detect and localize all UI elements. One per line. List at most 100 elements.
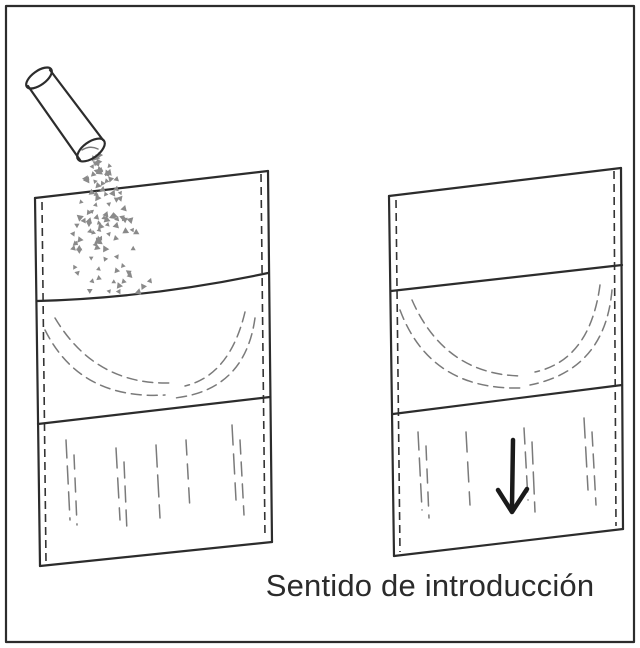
powder-particle (73, 264, 78, 270)
right-pouch-left-seam (395, 199, 401, 553)
powder-particle (93, 169, 99, 174)
powder-particle (96, 275, 102, 281)
powder-particle (73, 240, 78, 246)
powder-particle (146, 277, 152, 284)
powder-particle (133, 228, 140, 235)
powder-particle (92, 241, 98, 247)
powder-particle (117, 190, 122, 196)
powder-particle (95, 194, 102, 202)
right-pouch-hatching (417, 417, 597, 519)
powder-particle (74, 270, 80, 276)
powder-particle (116, 195, 123, 202)
powder-particle (89, 278, 95, 284)
powder-particle (87, 228, 93, 234)
powder-particle (107, 163, 112, 168)
powder-particle (77, 236, 84, 243)
powder-particle (70, 231, 75, 237)
left-pouch-left-wall (33, 196, 42, 568)
powder-particle (98, 222, 105, 230)
pouring-tube-icon (25, 66, 106, 163)
powder-particle (120, 205, 127, 212)
powder-particle (121, 215, 128, 222)
powder-particle (93, 179, 98, 184)
powder-particle (126, 217, 134, 224)
powder-particle (121, 278, 127, 284)
powder-particle (70, 245, 76, 251)
right-pouch-right-seam (613, 170, 617, 527)
powder-particle (104, 191, 109, 197)
powder-particle (97, 235, 103, 241)
powder-particle (114, 267, 121, 274)
powder-particle (113, 235, 119, 241)
powder-particle (76, 214, 84, 222)
right-pouch-top-edge (387, 166, 623, 198)
powder-particle (89, 209, 94, 214)
powder-particle (115, 288, 121, 295)
right-pouch-seal-line (391, 383, 624, 416)
powder-particle (113, 185, 119, 192)
left-pouch-fold-curve (54, 317, 171, 384)
caption-direction-label: Sentido de introducción (265, 568, 595, 603)
powder-particle (85, 217, 92, 224)
powder-particle (126, 272, 133, 278)
powder-particle (90, 171, 97, 177)
powder-particle (111, 279, 117, 284)
powder-particle (113, 197, 120, 203)
right-pouch (387, 166, 625, 558)
left-pouch-hatching (65, 424, 245, 533)
powder-particle (104, 215, 109, 220)
left-pouch-fold-curve (174, 317, 256, 399)
left-pouch-right-seam (260, 173, 266, 539)
left-pouch (33, 152, 274, 568)
powder-particle (111, 212, 119, 219)
powder-particle (116, 282, 123, 289)
left-pouch-fill-line (35, 271, 270, 303)
powder-particle (130, 245, 136, 251)
down-arrow-icon (495, 437, 530, 515)
powder-particle (100, 180, 106, 186)
right-pouch-fold-curve (411, 299, 523, 377)
powder-particle (89, 164, 94, 169)
left-pouch-right-wall (266, 169, 274, 544)
powder-particle (103, 170, 110, 177)
powder-particle (99, 186, 106, 192)
powder-particle (88, 188, 96, 195)
powder-particle (88, 256, 94, 261)
powder-particle (95, 182, 102, 189)
right-pouch-fold-curve (399, 309, 521, 389)
right-pouch-fill-line (389, 263, 624, 293)
powder-particle (134, 288, 142, 295)
powder-particle (80, 217, 86, 224)
powder-particle (129, 227, 134, 233)
powder-particle (112, 221, 119, 229)
left-pouch-top-edge (33, 169, 270, 200)
powder-particle (97, 166, 104, 173)
powder-particle (102, 211, 109, 218)
powder-particle (94, 243, 101, 250)
powder-particle (93, 202, 98, 207)
powder-particle (86, 209, 92, 216)
powder-particle (121, 263, 126, 268)
powder-particle (125, 270, 132, 276)
powder-particle (103, 245, 110, 253)
right-pouch-fold-curve (529, 289, 613, 386)
powder-particle (109, 189, 116, 197)
powder-particle (108, 176, 115, 183)
powder-particle (82, 175, 88, 183)
powder-particle (86, 289, 93, 294)
outer-frame (4, 4, 636, 644)
powder-particle (79, 199, 84, 204)
left-pouch-bottom-edge (38, 540, 274, 568)
powder-particle (104, 178, 110, 184)
powder-particle (122, 227, 130, 234)
powder-particle (113, 254, 119, 260)
powder-particle (93, 191, 99, 196)
powder-particle (106, 289, 111, 294)
powder-particle (106, 202, 111, 207)
left-pouch-fold-curve (184, 311, 246, 387)
powder-particle (92, 161, 99, 167)
right-pouch-right-wall (619, 166, 625, 531)
powder-particle (96, 266, 101, 271)
left-pouch-left-seam (41, 201, 47, 563)
